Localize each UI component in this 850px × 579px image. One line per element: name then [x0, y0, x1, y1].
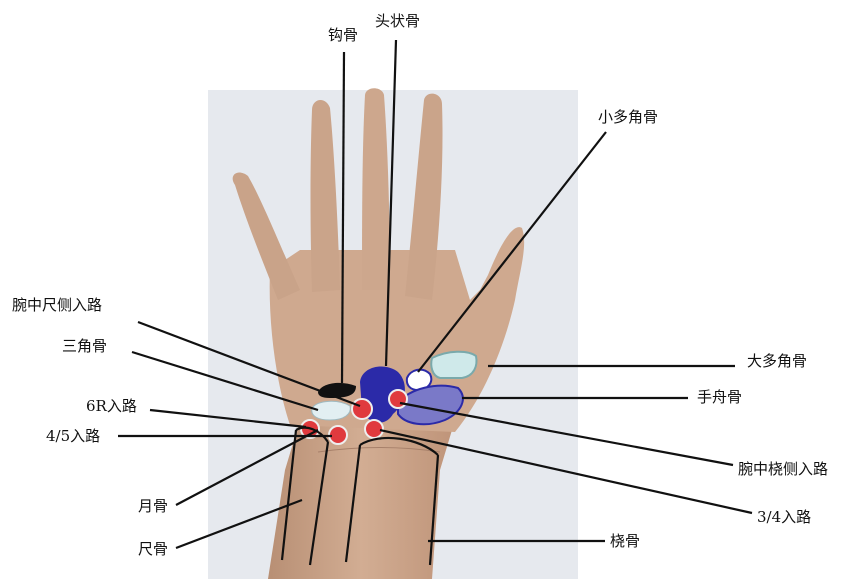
portal-dot-midcarpal-ulnar — [352, 399, 372, 419]
label-45: 4/5入路 — [46, 427, 100, 445]
label-midcarpal-ulnar: 腕中尺侧入路 — [12, 296, 102, 314]
label-34: 3/4入路 — [757, 508, 811, 526]
label-capitate: 头状骨 — [375, 12, 420, 30]
label-midcarpal-radial: 腕中桡侧入路 — [738, 460, 828, 478]
label-radius: 桡骨 — [610, 532, 640, 550]
portal-dot-midcarpal-radial — [389, 390, 407, 408]
label-ulna: 尺骨 — [138, 540, 168, 558]
label-scaphoid: 手舟骨 — [697, 388, 742, 406]
label-trapezoid: 小多角骨 — [598, 108, 658, 126]
label-hamate: 钩骨 — [328, 26, 358, 44]
label-6r: 6R入路 — [86, 397, 137, 415]
trapezium-bone — [431, 352, 476, 378]
label-lunate: 月骨 — [138, 497, 168, 515]
label-trapezium: 大多角骨 — [747, 352, 807, 370]
label-triquetrum: 三角骨 — [62, 337, 107, 355]
